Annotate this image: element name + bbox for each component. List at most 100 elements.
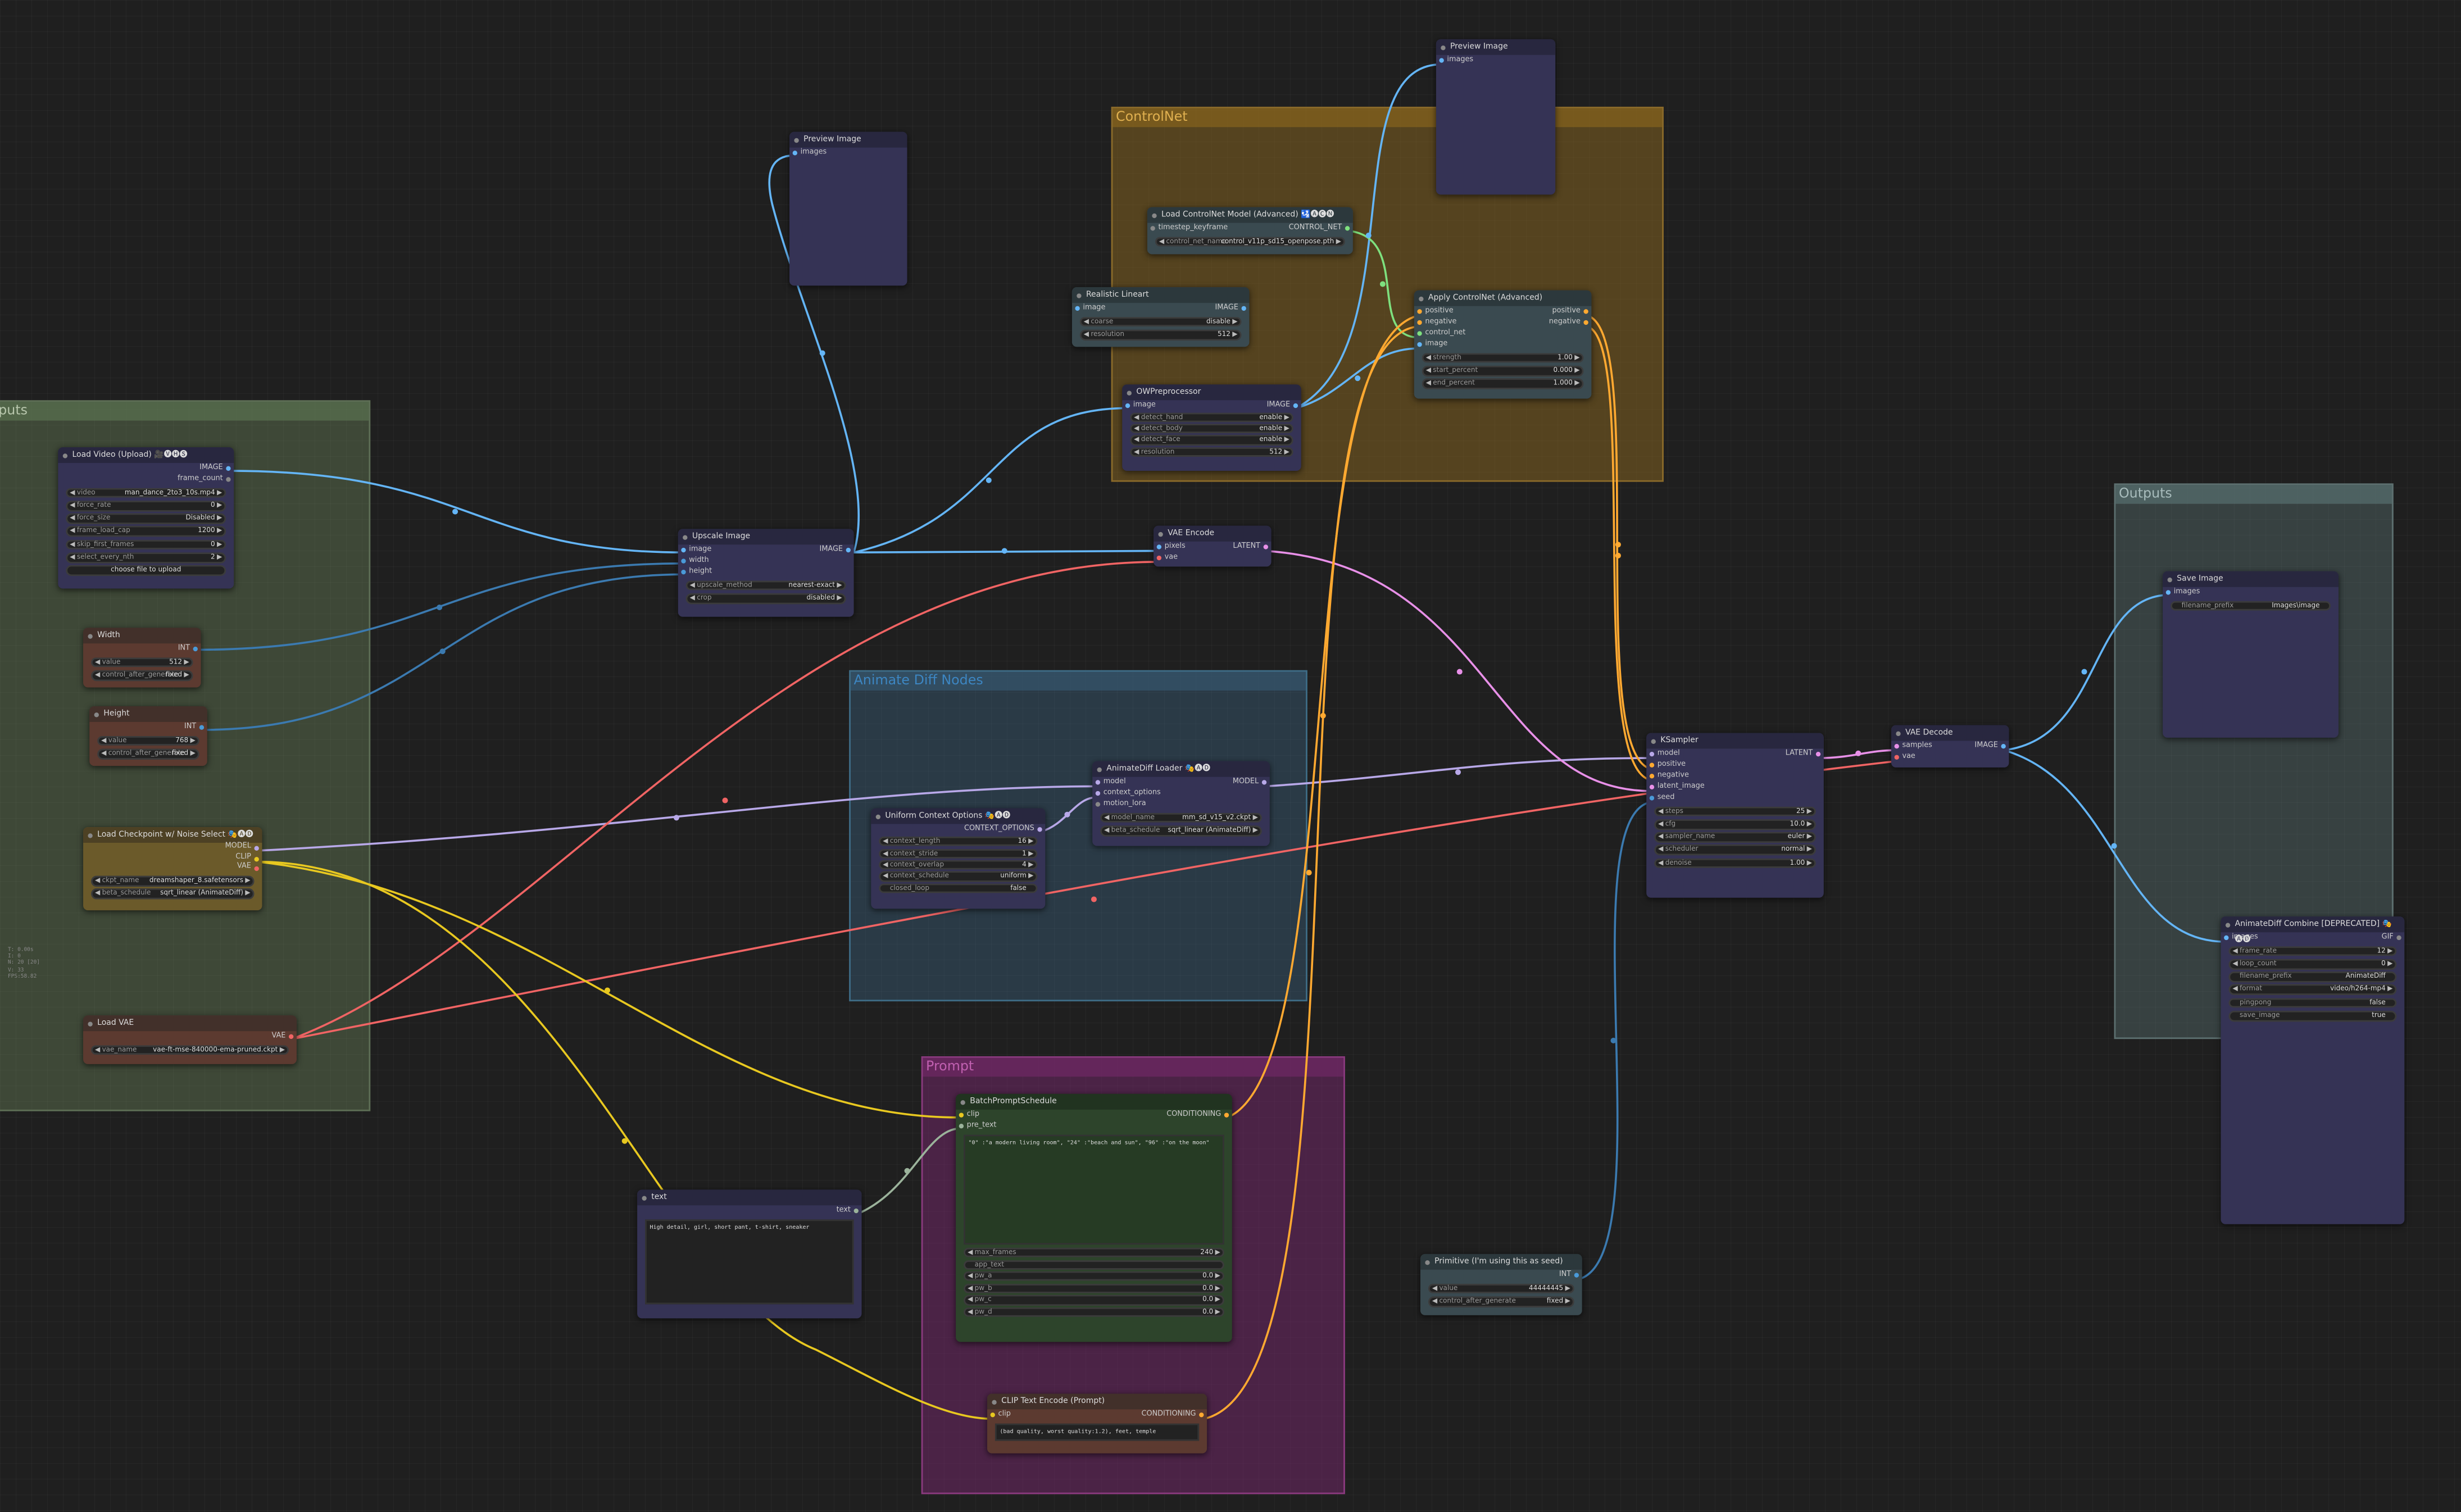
input-negative[interactable]: negative	[1649, 771, 1689, 782]
output-socket[interactable]	[1574, 1273, 1579, 1278]
collapse-dot[interactable]	[1097, 766, 1102, 771]
arrow-right-icon[interactable]: ▶	[1574, 353, 1580, 362]
output-image[interactable]: IMAGE	[1974, 741, 2006, 752]
arrow-left-icon[interactable]: ◀	[1658, 807, 1664, 816]
arrow-left-icon[interactable]: ◀	[1134, 425, 1139, 434]
input-positive[interactable]: positive	[1649, 760, 1686, 771]
input-socket[interactable]	[681, 559, 686, 564]
output-control-net[interactable]: CONTROL_NET	[1289, 223, 1350, 234]
collapse-dot[interactable]	[794, 137, 799, 142]
arrow-left-icon[interactable]: ◀	[968, 1309, 973, 1317]
output-vae[interactable]: VAE	[237, 863, 259, 873]
output-frame-count[interactable]: frame_count	[178, 474, 231, 485]
input-samples[interactable]: samples	[1894, 741, 1932, 752]
node-title-bar[interactable]: Primitive (I'm using this as seed)	[1420, 1254, 1582, 1270]
arrow-right-icon[interactable]: ▶	[1028, 861, 1034, 870]
arrow-right-icon[interactable]: ▶	[216, 528, 223, 536]
input-socket[interactable]	[1649, 785, 1655, 790]
output-conditioning[interactable]: CONDITIONING	[1142, 1409, 1204, 1420]
input-socket[interactable]	[959, 1124, 964, 1129]
node-title-bar[interactable]: Realistic Lineart	[1071, 287, 1250, 303]
input-seed[interactable]: seed	[1649, 793, 1674, 804]
arrow-right-icon[interactable]: ▶	[216, 489, 223, 497]
arrow-left-icon[interactable]: ◀	[1159, 238, 1165, 246]
node-title-bar[interactable]: Preview Image	[1436, 39, 1556, 55]
node-load-video[interactable]: Load Video (Upload) 🎥🅥🅗🅢 IMAGE frame_cou…	[58, 447, 234, 589]
output-socket[interactable]	[1583, 320, 1588, 325]
node-title-bar[interactable]: BatchPromptSchedule	[956, 1093, 1232, 1110]
input-images[interactable]: images	[792, 148, 827, 159]
arrow-right-icon[interactable]: ▶	[2387, 986, 2393, 995]
arrow-right-icon[interactable]: ▶	[1336, 238, 1341, 246]
arrow-left-icon[interactable]: ◀	[968, 1249, 973, 1257]
arrow-left-icon[interactable]: ◀	[1658, 820, 1664, 829]
arrow-left-icon[interactable]: ◀	[101, 737, 107, 745]
arrow-left-icon[interactable]: ◀	[94, 877, 101, 886]
output-socket[interactable]	[853, 1209, 859, 1214]
arrow-right-icon[interactable]: ▶	[1215, 1249, 1220, 1257]
node-title-bar[interactable]: OWPreprocessor	[1122, 384, 1301, 401]
input-images[interactable]: images	[2165, 587, 2200, 598]
arrow-right-icon[interactable]: ▶	[1028, 873, 1034, 881]
output-image[interactable]: IMAGE	[820, 544, 851, 556]
collapse-dot[interactable]	[960, 1099, 965, 1105]
node-title-bar[interactable]: Load Video (Upload) 🎥🅥🅗🅢	[58, 447, 234, 464]
input-socket[interactable]	[1417, 320, 1422, 325]
text-input[interactable]: High detail, girl, short pant, t-shirt, …	[645, 1219, 854, 1305]
input-socket[interactable]	[681, 570, 686, 575]
arrow-right-icon[interactable]: ▶	[216, 541, 223, 549]
arrow-left-icon[interactable]: ◀	[883, 850, 888, 858]
arrow-right-icon[interactable]: ▶	[1284, 414, 1289, 423]
output-socket[interactable]	[1037, 827, 1042, 832]
input-socket[interactable]	[1649, 774, 1655, 779]
node-title-bar[interactable]: Save Image	[2163, 571, 2339, 587]
arrow-right-icon[interactable]: ▶	[1232, 330, 1238, 339]
arrow-right-icon[interactable]: ▶	[2387, 960, 2393, 968]
input-negative[interactable]: negative	[1417, 317, 1456, 328]
arrow-left-icon[interactable]: ◀	[1134, 414, 1139, 423]
collapse-dot[interactable]	[88, 1021, 93, 1026]
input-socket[interactable]	[1649, 796, 1655, 801]
arrow-left-icon[interactable]: ◀	[101, 750, 107, 758]
node-load-controlnet[interactable]: Load ControlNet Model (Advanced) 🛂🅐🅒🅝 ti…	[1147, 207, 1353, 255]
output-context-options[interactable]: CONTEXT_OPTIONS	[964, 824, 1042, 835]
arrow-left-icon[interactable]: ◀	[1104, 814, 1110, 822]
widget-app-text[interactable]: app_text	[964, 1259, 1224, 1270]
output-socket[interactable]	[254, 856, 259, 861]
arrow-left-icon[interactable]: ◀	[883, 861, 888, 870]
prompt-schedule-text[interactable]: "0" :"a modern living room", "24" :"beac…	[964, 1134, 1224, 1245]
collapse-dot[interactable]	[1441, 44, 1446, 49]
output-model[interactable]: MODEL	[225, 843, 259, 853]
node-context-options[interactable]: Uniform Context Options 🎭🅐🅓 CONTEXT_OPTI…	[871, 808, 1046, 909]
output-socket[interactable]	[1199, 1413, 1204, 1418]
input-width[interactable]: width	[681, 556, 709, 567]
output-vae[interactable]: VAE	[272, 1031, 294, 1042]
input-latent-image[interactable]: latent_image	[1649, 782, 1705, 793]
arrow-left-icon[interactable]: ◀	[1425, 380, 1431, 388]
output-latent[interactable]: LATENT	[1786, 748, 1821, 760]
input-pixels[interactable]: pixels	[1156, 542, 1186, 553]
arrow-left-icon[interactable]: ◀	[1134, 437, 1139, 445]
input-socket[interactable]	[681, 548, 686, 553]
